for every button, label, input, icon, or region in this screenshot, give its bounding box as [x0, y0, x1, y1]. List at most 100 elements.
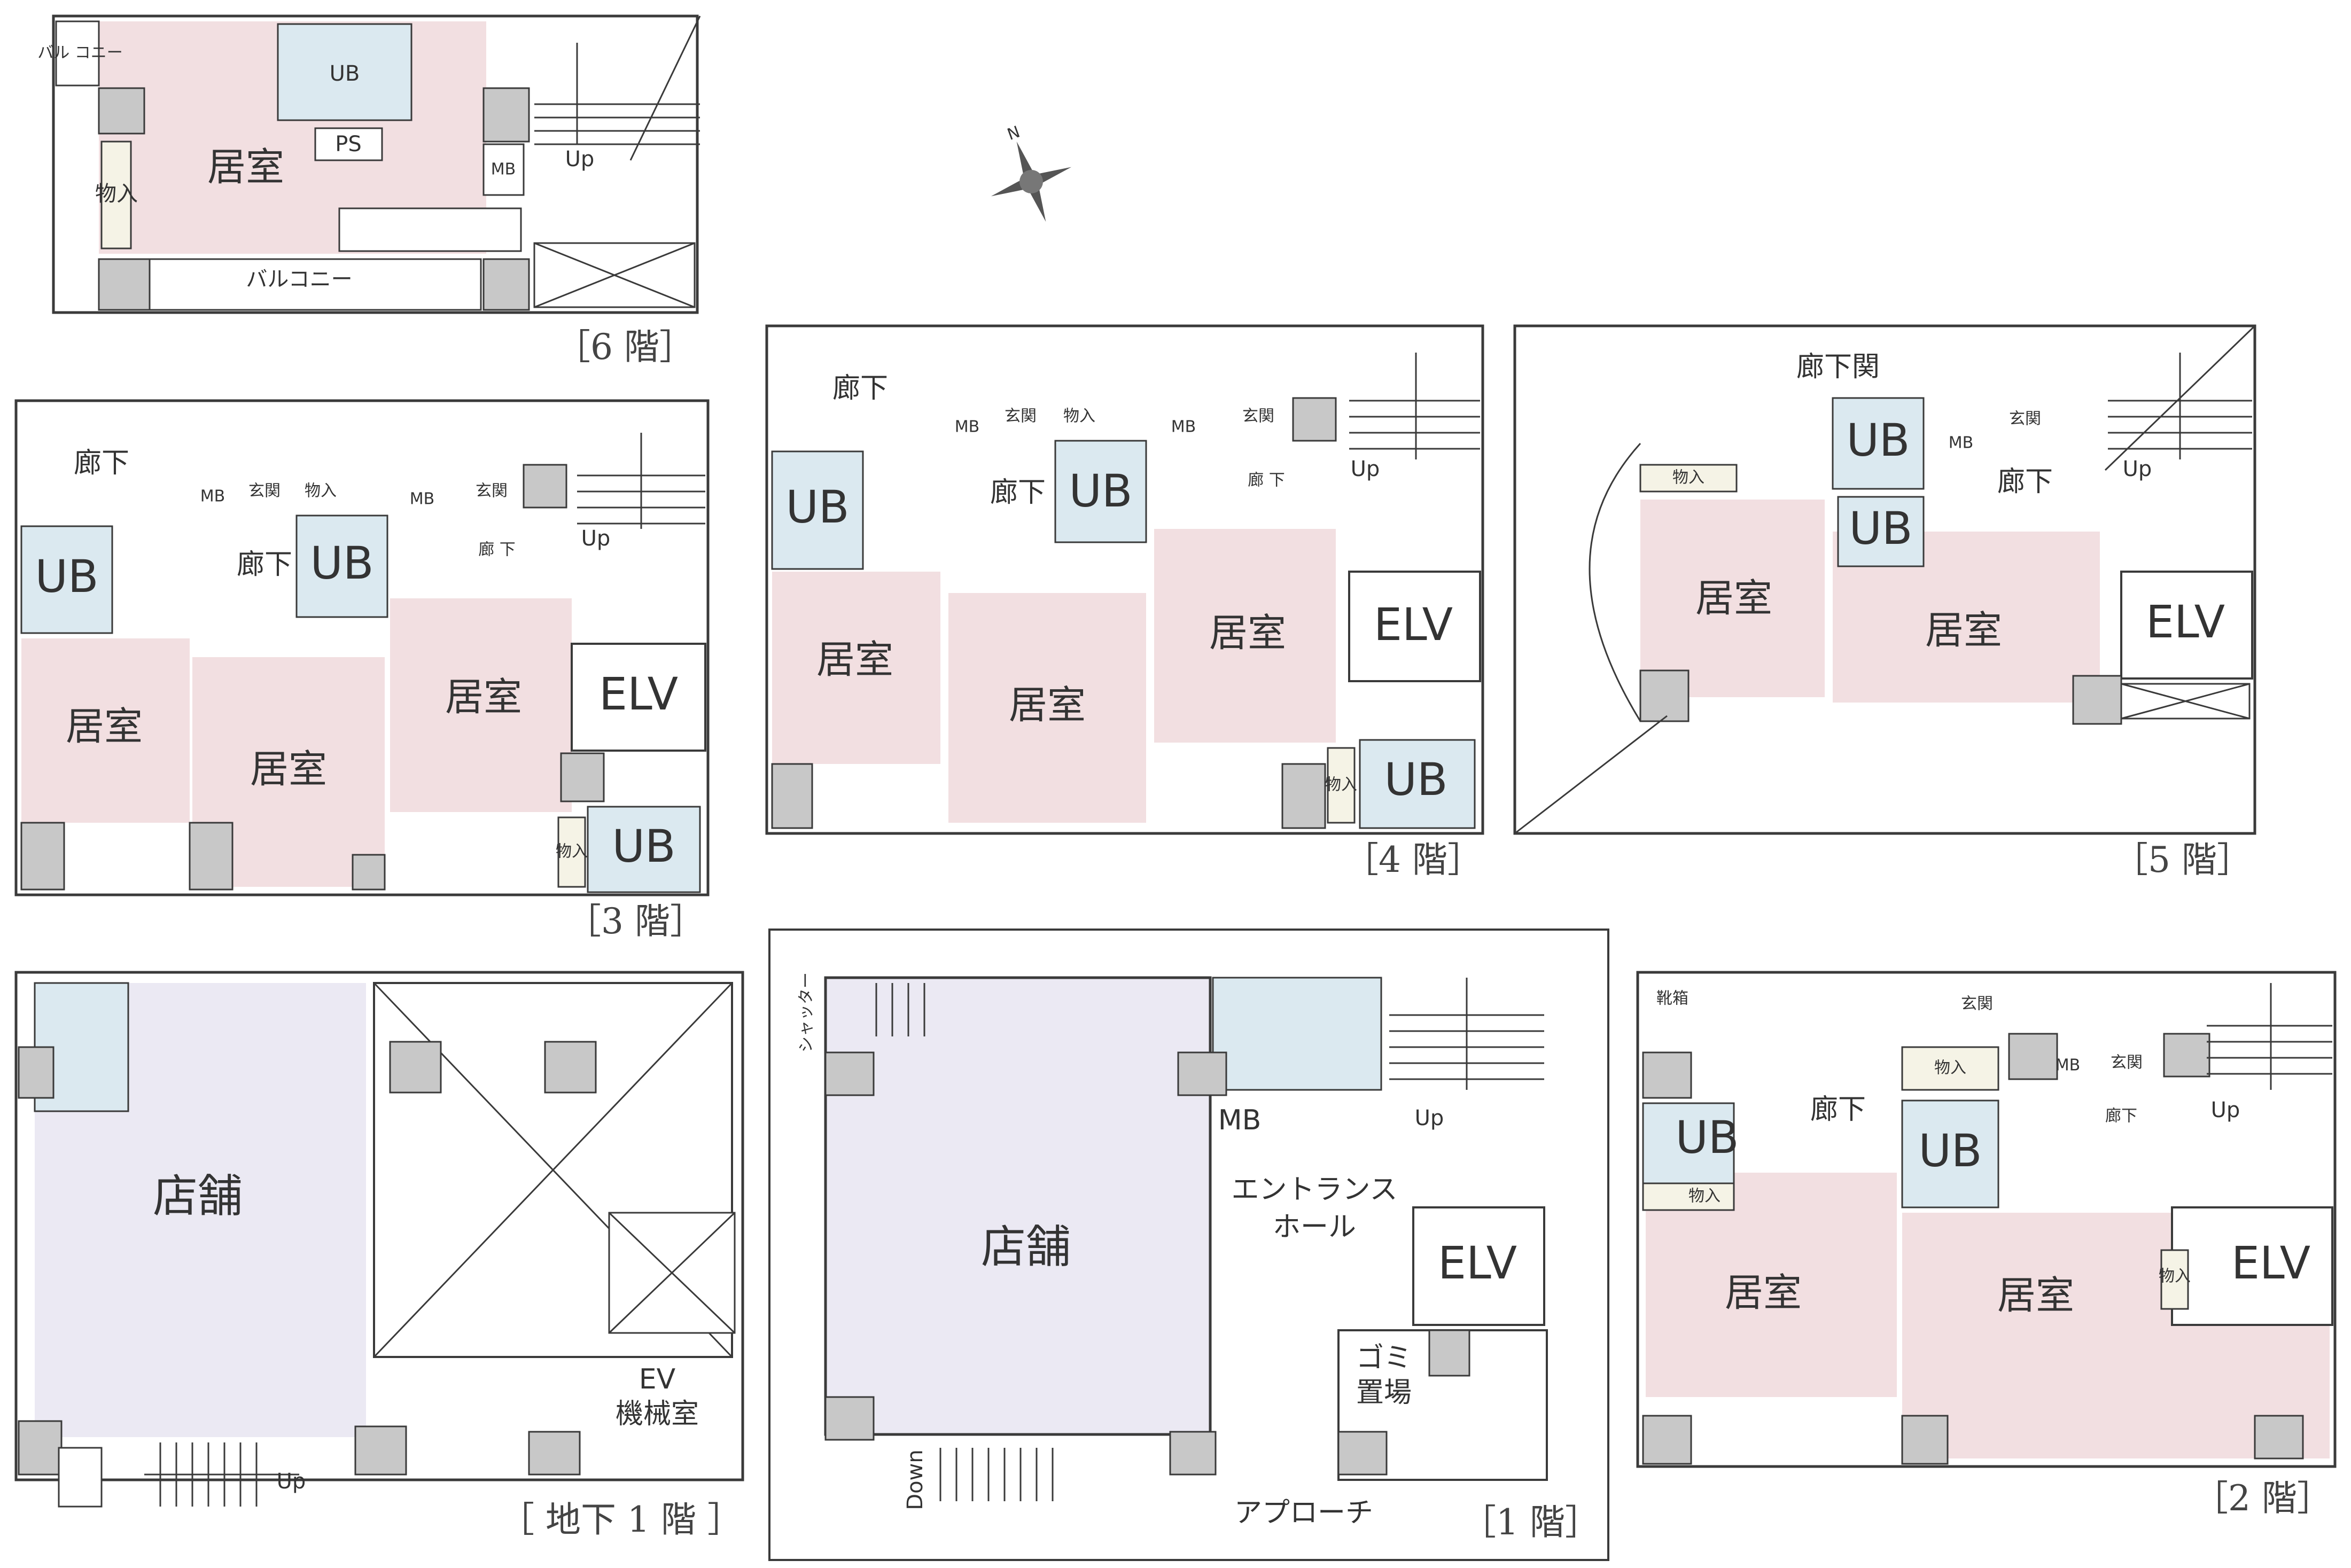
storage-label: 物入: [1063, 407, 1095, 426]
unit-bath-label: UB: [785, 481, 849, 533]
storage-label: 物入: [305, 482, 337, 501]
storage-label: 物入: [1688, 1187, 1721, 1206]
unit-bath-label: UB: [612, 820, 675, 872]
mb-label: MB: [2056, 1056, 2080, 1075]
entry-label: 玄関: [248, 482, 281, 501]
floor-2-label: ［2 階］: [2193, 1478, 2332, 1519]
up-label: Up: [2211, 1098, 2240, 1122]
storage-label: 物入: [1934, 1059, 1966, 1078]
shoe-label: 靴箱: [1656, 989, 1688, 1008]
room-label: 居室: [816, 637, 893, 682]
unit-bath-label: UB: [1384, 753, 1447, 806]
basement-1-plan: 店舗 EV 機械室 Up ［ 地下 1 階 ］: [14, 971, 744, 1540]
floor-1-label: ［1 階］: [1461, 1502, 1600, 1543]
room-label: 居室: [1695, 576, 1772, 621]
up-label: Up: [1351, 457, 1380, 481]
hall-label: 廊下: [990, 477, 1046, 509]
room-label: 居室: [445, 675, 522, 720]
floor-5-label: ［5 階］: [2113, 839, 2252, 880]
elevator-label: ELV: [599, 668, 678, 720]
pipe-space-label: PS: [335, 132, 362, 157]
elevator-label: ELV: [1374, 598, 1453, 651]
floor-6-label: ［6 階］: [555, 326, 695, 368]
up-label: Up: [277, 1469, 306, 1494]
unit-bath-label: UB: [35, 550, 98, 603]
storage-label: 物入: [95, 182, 138, 206]
floor-3-label: ［3 階］: [566, 901, 705, 942]
room-label: 居室: [1997, 1273, 2074, 1318]
mb-label: MB: [1218, 1104, 1262, 1136]
down-label: Down: [903, 1449, 928, 1510]
shop-label: 店舗: [981, 1221, 1071, 1273]
unit-bath-label: UB: [1849, 502, 1912, 555]
hall-entry-label: 廊下関: [1796, 351, 1880, 383]
floor-5-plan: 居室 居室 UB UB ELV MB 玄関 廊下 廊下関 物入 Up ［5 階］: [1513, 324, 2256, 880]
floor-1-plan: 店舗 MB エントランス ホール ELV ゴミ 置場 Up Down シャッター…: [768, 929, 1609, 1561]
hall-label: 廊下: [237, 549, 292, 581]
elevator-label: ELV: [2231, 1237, 2310, 1289]
mb-label: MB: [955, 418, 979, 436]
hall-label: 廊 下: [478, 541, 516, 559]
entry-label: 玄関: [1005, 407, 1037, 426]
room-label: 居室: [1209, 611, 1286, 656]
floor-4-label: ［4 階］: [1343, 839, 1483, 880]
storage-label: 物入: [556, 842, 588, 861]
approach-label: アプローチ: [1234, 1497, 1373, 1529]
unit-bath-label: UB: [1675, 1111, 1739, 1164]
mb-label: MB: [491, 160, 516, 179]
entrance-hall-label: ホール: [1273, 1211, 1356, 1243]
elevator-label: ELV: [2146, 596, 2225, 648]
hall-label: 廊下: [1997, 466, 2053, 498]
up-label: Up: [565, 147, 595, 171]
hall-label: 廊下: [832, 372, 888, 404]
storage-label: 物入: [1325, 776, 1357, 794]
hall-label: 廊下: [74, 447, 129, 479]
mb-label: MB: [1949, 434, 1973, 453]
storage-label: 物入: [1672, 469, 1704, 487]
up-label: Up: [581, 526, 611, 551]
garbage-label: 置場: [1356, 1377, 1412, 1409]
room-label: 居室: [1725, 1270, 1802, 1315]
entrance-hall-label: エントランス: [1232, 1174, 1398, 1206]
compass-icon: N: [991, 123, 1072, 222]
unit-bath-label: UB: [310, 537, 373, 589]
small-balcony-label: バル コニー: [37, 44, 123, 63]
mb-label: MB: [410, 490, 434, 509]
room-label: 居室: [1009, 683, 1086, 728]
shop-label: 店舗: [153, 1170, 243, 1222]
unit-bath-label: UB: [1069, 465, 1132, 517]
entry-label: 玄関: [2009, 410, 2041, 428]
hall-label: 廊下: [1810, 1094, 1866, 1126]
north-label: N: [1005, 123, 1023, 145]
mb-label: MB: [1171, 418, 1196, 436]
garbage-label: ゴミ: [1356, 1342, 1412, 1374]
up-label: Up: [1415, 1106, 1444, 1130]
hall-label: 廊下: [2105, 1107, 2137, 1126]
room-label: 居室: [250, 747, 327, 792]
unit-bath-label: UB: [330, 61, 360, 86]
entry-label: 玄関: [1242, 407, 1274, 426]
ev-room-label: EV: [639, 1363, 676, 1395]
room-label: 居室: [66, 704, 143, 749]
ev-room-label: 機械室: [616, 1398, 699, 1430]
hall-label: 廊 下: [1248, 471, 1285, 490]
balcony-label: バルコニー: [246, 267, 352, 292]
up-label: Up: [2123, 457, 2152, 481]
floor-3-plan: 居室 居室 居室 UB UB UB ELV 廊下 MB 玄関 物入 廊下 MB …: [14, 399, 710, 942]
floor-4-plan: 居室 居室 居室 UB UB UB ELV 廊下 MB 玄関 物入 廊下 MB …: [765, 324, 1484, 880]
storage-label: 物入: [2159, 1267, 2191, 1286]
elevator-label: ELV: [1438, 1237, 1517, 1289]
entry-label: 玄関: [2111, 1054, 2143, 1072]
basement-1-label: ［ 地下 1 階 ］: [499, 1499, 743, 1540]
entry-label: 玄関: [1961, 995, 1993, 1013]
floor-6-plan: UB PS 居室 物入 MB バルコニー バル コニー Up ［6 階］: [37, 14, 701, 368]
room-label: 居室: [1925, 608, 2002, 653]
unit-bath-label: UB: [1846, 414, 1910, 466]
room-label: 居室: [207, 145, 284, 190]
mb-label: MB: [200, 487, 225, 506]
shutter-label: シャッター: [797, 972, 816, 1052]
entry-label: 玄関: [476, 482, 508, 501]
unit-bath-label: UB: [1918, 1125, 1982, 1177]
floor-2-plan: 居室 居室 UB UB ELV 廊下 物入 物入 MB 玄関 玄関 廊下 靴箱 …: [1636, 971, 2337, 1519]
